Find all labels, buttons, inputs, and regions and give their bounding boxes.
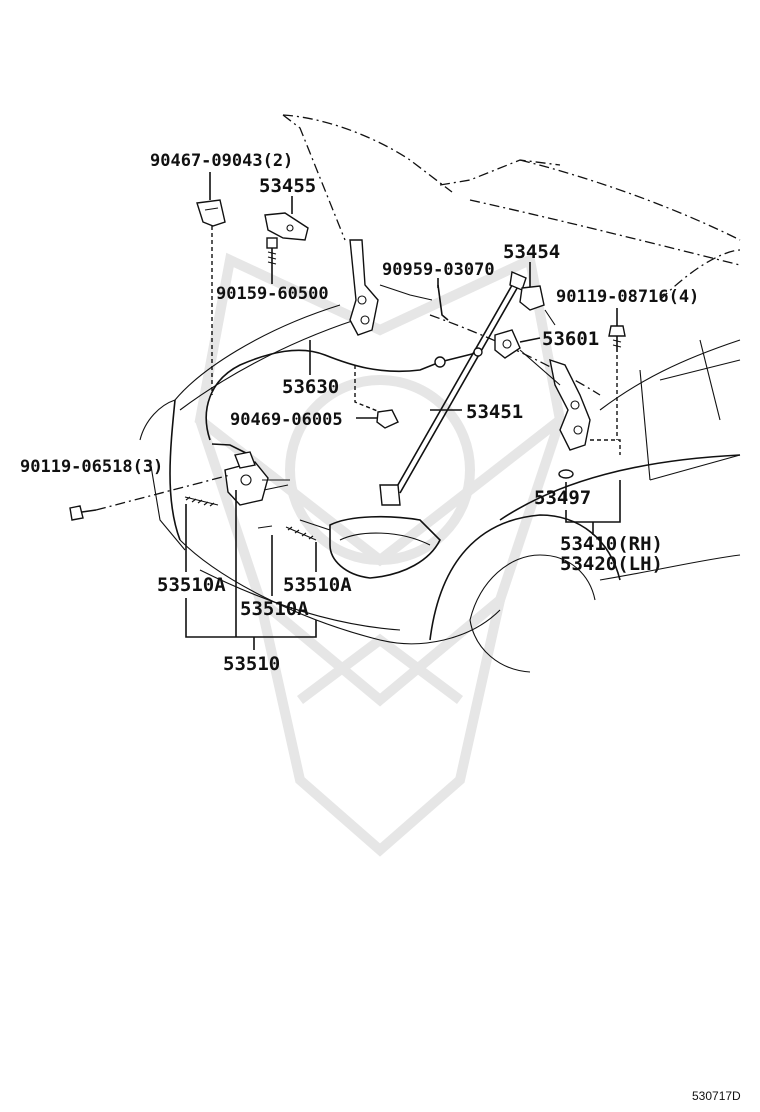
label-90119-06518: 90119-06518(3) bbox=[20, 457, 163, 477]
part-90469-clamp bbox=[376, 409, 399, 429]
label-53454: 53454 bbox=[503, 241, 560, 263]
hood-hinge-left bbox=[349, 239, 379, 336]
part-90959-clamp bbox=[437, 284, 449, 321]
hood-release-cable bbox=[205, 347, 483, 456]
label-53410-rh: 53410(RH) bbox=[560, 533, 663, 555]
label-90959-03070: 90959-03070 bbox=[382, 260, 495, 280]
part-90159-bolt bbox=[266, 237, 278, 266]
vehicle-body-outline bbox=[139, 114, 741, 673]
label-53510a-middle: 53510A bbox=[240, 598, 309, 620]
label-53510: 53510 bbox=[223, 653, 280, 675]
label-53497: 53497 bbox=[534, 487, 591, 509]
label-53420-lh: 53420(LH) bbox=[560, 553, 663, 575]
part-53601-cushion bbox=[494, 329, 521, 359]
label-53455: 53455 bbox=[259, 175, 316, 197]
label-53510a-right: 53510A bbox=[283, 574, 352, 596]
part-90119-08716-bolt bbox=[608, 325, 626, 352]
label-53451: 53451 bbox=[466, 401, 523, 423]
drawing-code: 530717D bbox=[692, 1089, 741, 1103]
hood-hinge-right bbox=[549, 358, 591, 451]
label-90119-08716: 90119-08716(4) bbox=[556, 287, 699, 307]
part-53510a-springs bbox=[184, 496, 317, 541]
leader-lines bbox=[95, 172, 621, 650]
label-90467-09043: 90467-09043(2) bbox=[150, 151, 293, 171]
watermark-emblem bbox=[194, 252, 566, 857]
label-90469-06005: 90469-06005 bbox=[230, 410, 343, 430]
label-90159-60500: 90159-60500 bbox=[216, 284, 329, 304]
callout-labels: 90467-09043(2) 53455 90159-60500 90959-0… bbox=[20, 151, 741, 1103]
label-53601: 53601 bbox=[542, 328, 599, 350]
part-53454-retainer bbox=[519, 285, 545, 311]
part-53497-washer bbox=[558, 469, 574, 479]
label-53630: 53630 bbox=[282, 376, 339, 398]
label-53510a-left: 53510A bbox=[157, 574, 226, 596]
part-53455-bracket bbox=[264, 212, 309, 241]
part-90467-clip bbox=[196, 199, 226, 227]
part-90119-06518-bolt bbox=[69, 505, 97, 521]
hood-support-rod bbox=[379, 271, 527, 506]
